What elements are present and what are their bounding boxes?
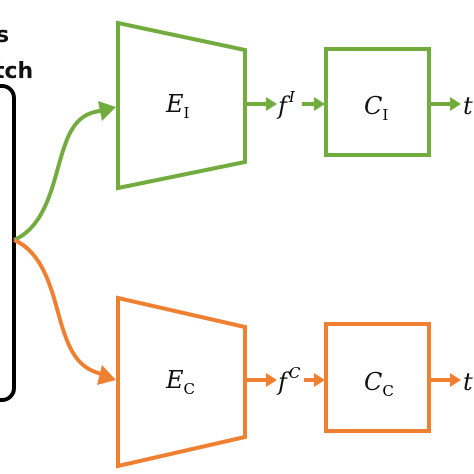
- batch-box: [0, 84, 16, 402]
- color-encoder-trapezoid: [116, 295, 247, 469]
- image-branch-arrowhead: [98, 101, 116, 121]
- color-feature-to-classifier-arrowhead: [314, 373, 325, 387]
- image-output-label: t: [463, 92, 473, 120]
- image-classifier-label: CI: [364, 92, 388, 124]
- color-branch-curve: [13, 238, 107, 377]
- color-encoder-label: EC: [165, 366, 195, 398]
- image-classifier-output-arrowhead: [450, 97, 461, 111]
- color-classifier-label: CC: [364, 368, 394, 400]
- image-feature-to-classifier-arrowhead: [314, 97, 325, 111]
- image-encoder-to-feature-arrowhead: [266, 97, 277, 111]
- image-branch-curve: [13, 108, 107, 242]
- color-classifier-output-arrowhead: [450, 373, 461, 387]
- color-encoder-to-feature-arrowhead: [266, 373, 277, 387]
- color-output-label: t: [463, 368, 473, 396]
- image-encoder-label: EI: [165, 90, 190, 122]
- batch-label-line1: s: [0, 23, 9, 48]
- image-encoder-trapezoid: [116, 20, 247, 191]
- color-branch-arrowhead: [97, 365, 116, 385]
- image-classifier-box: [324, 47, 431, 157]
- color-classifier-box: [324, 322, 431, 433]
- batch-label-line2: tch: [0, 59, 33, 84]
